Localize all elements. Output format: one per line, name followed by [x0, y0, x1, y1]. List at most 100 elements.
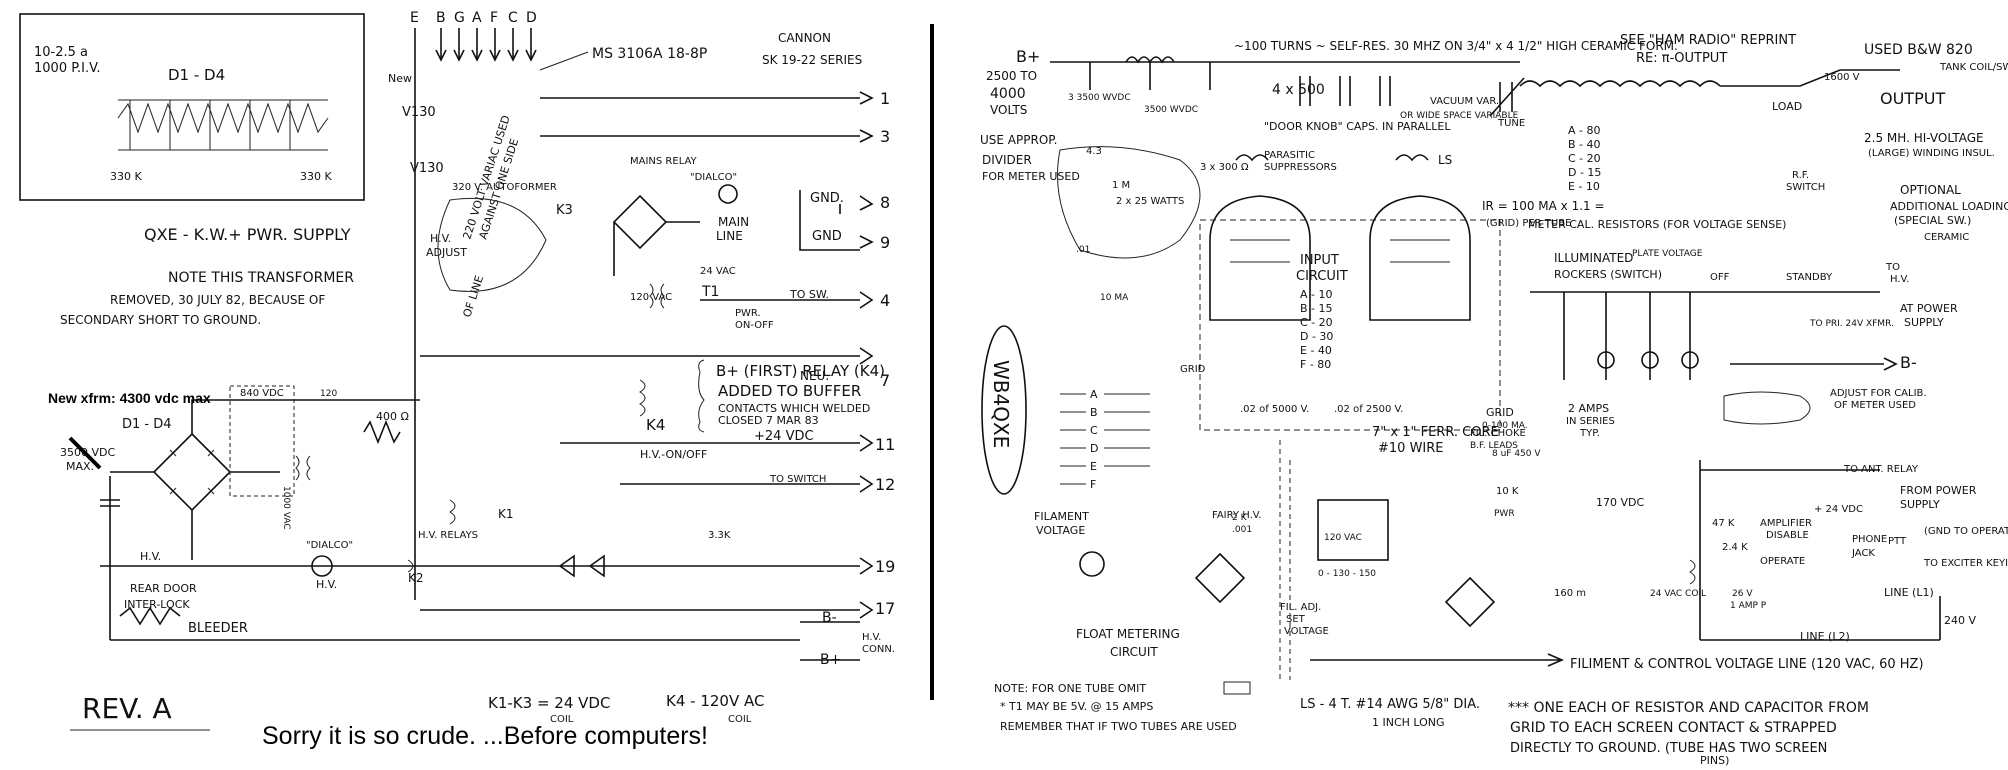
relay-1amp: 1 AMP P: [1730, 601, 1767, 611]
varistor-1: V130: [402, 105, 436, 120]
note-3: REMEMBER THAT IF TWO TUBES ARE USED: [1000, 720, 1237, 733]
band-c: C - 20: [1568, 152, 1601, 165]
left-schematic: 10-2.5 a 1000 P.I.V. D1 - D4 330 K 330 K…: [19, 10, 895, 731]
cap-2500: .02 of 2500 V.: [1334, 404, 1403, 415]
hv-relays-label: H.V. RELAYS: [418, 530, 478, 541]
use-approp-2: DIVIDER: [982, 153, 1032, 167]
sw-b: B: [1090, 406, 1098, 419]
terminal-c: C: [508, 10, 518, 26]
relay-26v: 26 V: [1732, 589, 1753, 599]
new-xfmr-label: New xfrm: 4300 vdc max: [48, 390, 211, 406]
box-resistor-right: 330 K: [300, 170, 332, 183]
phone-jack-1: PHONE: [1852, 534, 1887, 545]
pwr-10k-2: PWR: [1494, 509, 1515, 519]
hv-choke-1: 2.5 MH. HI-VOLTAGE: [1864, 131, 1984, 145]
relay-coil: 24 VAC COIL: [1650, 589, 1706, 599]
hv-conn-1: H.V.: [862, 632, 881, 643]
dialco-hv-2: H.V.: [316, 578, 337, 591]
relay-2k4: 2.4 K: [1722, 542, 1748, 553]
bleeder-label: BLEEDER: [188, 621, 248, 636]
optional-4: CERAMIC: [1924, 232, 1969, 243]
val-001: .001: [1232, 525, 1252, 535]
filament-voltage-2: VOLTAGE: [1036, 524, 1085, 537]
rev-label: REV. A: [82, 692, 172, 725]
input-e: E - 40: [1300, 344, 1332, 357]
vacuum-var-1: VACUUM VAR.: [1430, 96, 1499, 107]
k3-label: K3: [556, 203, 573, 218]
two-amps-2: IN SERIES: [1566, 416, 1615, 427]
band-b: B - 40: [1568, 138, 1601, 151]
ls-label: LS: [1438, 153, 1452, 167]
new-xfmr-arrow: [68, 436, 102, 470]
to-sw-label: TO SW.: [789, 288, 829, 301]
bplus-range-2: 4000: [990, 86, 1026, 102]
b-minus-left: B-: [822, 610, 837, 626]
pin-4: 4: [880, 291, 890, 310]
line-l1: LINE (L1): [1884, 586, 1934, 599]
terminal-g: G: [454, 10, 465, 26]
filament-voltage-1: FILAMENT: [1034, 510, 1089, 523]
pwr-on-off-1: PWR.: [735, 308, 761, 319]
fil-choke-2: B.F. LEADS: [1470, 441, 1518, 451]
phone-jack-2: JACK: [1851, 548, 1875, 559]
val-10ma: 10 MA: [1100, 293, 1129, 303]
amp-disable-2: DISABLE: [1766, 530, 1809, 541]
plate-voltage: PLATE VOLTAGE: [1632, 249, 1703, 259]
relay-47k: 47 K: [1712, 518, 1735, 529]
ptt-label: PTT: [1888, 536, 1907, 547]
hv-switch-label: H.V.: [140, 550, 161, 563]
note-2: * T1 MAY BE 5V. @ 15 AMPS: [1000, 700, 1153, 713]
hv-adjust-1: H.V.: [430, 232, 451, 245]
fil-wire-2: #10 WIRE: [1378, 441, 1444, 456]
optional-3: (SPECIAL SW.): [1894, 214, 1971, 227]
from-power-1: FROM POWER: [1900, 484, 1977, 497]
line-l2: LINE (L2): [1800, 630, 1850, 643]
meter-cal: METER CAL. RESISTORS (FOR VOLTAGE SENSE): [1528, 218, 1786, 231]
bridge-voltage-1: 3500 VDC: [60, 446, 115, 459]
relay-note-2: ADDED TO BUFFER: [718, 382, 861, 400]
mains-line-1: MAIN: [718, 215, 749, 229]
interlock: H.V. REAR DOOR INTER-LOCK BLEEDER: [100, 550, 800, 641]
wvdc-2: 3500 WVDC: [1144, 105, 1198, 115]
pin-19: 19: [875, 557, 895, 576]
b-minus-right: B-: [1900, 353, 1917, 372]
wvdc-1: 3 3500 WVDC: [1068, 93, 1131, 103]
input-switch: A B C D E F GRID GRID 0-100 MA. 2 AMPS I…: [1060, 364, 1615, 491]
dialco-hv-1: "DIALCO": [306, 540, 353, 551]
k2-label: K2: [408, 571, 424, 585]
doorknob-2: "DOOR KNOB" CAPS. IN PARALLEL: [1264, 120, 1451, 133]
optional-1: OPTIONAL: [1900, 183, 1961, 197]
relay-part-number: MS 3106A 18-8P: [592, 46, 707, 62]
gnd-label-2: GND: [812, 229, 842, 244]
input-c: C - 20: [1300, 316, 1333, 329]
tank-coil-2: TANK COIL/SWITCH: [1939, 62, 2008, 73]
hv-adjust-2: ADJUST: [426, 246, 467, 259]
top-connector: E B G A F C D MS 3106A 18-8P CANNON SK 1…: [388, 10, 862, 600]
autoformer-label: 320 V. AUTOFORMER: [452, 182, 557, 193]
terminal-d: D: [526, 10, 537, 26]
t1-taps-1: 120 VAC: [1324, 533, 1362, 543]
optional-2: ADDITIONAL LOADING: [1890, 200, 2008, 213]
terminal-a: A: [472, 10, 482, 26]
pin-12: 12: [875, 475, 895, 494]
ls-winding-1: LS - 4 T. #14 AWG 5/8" DIA.: [1300, 697, 1480, 712]
ir-note-2: (GRID) PER TUBE: [1486, 218, 1571, 229]
parasitic-2: SUPPRESSORS: [1264, 162, 1337, 173]
at-power-2: SUPPLY: [1904, 316, 1944, 329]
band-e: E - 10: [1568, 180, 1600, 193]
fil-choke-1: FIL. CHOKE: [1470, 428, 1526, 439]
pin-8: 8: [880, 193, 890, 212]
pin-11: 11: [875, 435, 895, 454]
v170: 170 VDC: [1596, 496, 1644, 509]
terminal-b: B: [436, 10, 446, 26]
mains-relay-label: MAINS RELAY: [630, 156, 698, 167]
input-b: B - 15: [1300, 302, 1333, 315]
rear-door-2: INTER-LOCK: [124, 598, 190, 611]
ham-radio-1: SEE "HAM RADIO" REPRINT: [1620, 33, 1796, 48]
tubes: PARASITIC SUPPRESSORS 3 x 300 Ω LS IR = …: [1199, 150, 1786, 431]
illuminated-2: ROCKERS (SWITCH): [1554, 268, 1662, 281]
new-label: New: [388, 72, 412, 85]
two-amps-3: TYP.: [1579, 428, 1600, 439]
filament-section: FILAMENT VOLTAGE FAIRY H.V. 120 VAC 0 - …: [1034, 440, 1644, 680]
